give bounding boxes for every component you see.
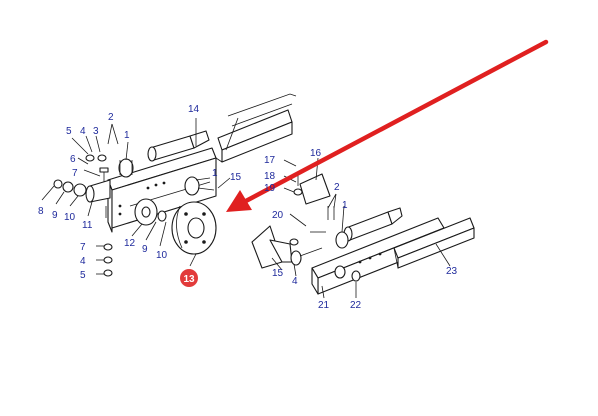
label-15-left: 15 [230, 172, 242, 183]
label-10: 10 [64, 212, 76, 223]
label-1-left: 1 [124, 130, 130, 141]
label-22: 22 [350, 300, 362, 311]
label-15-right: 15 [272, 268, 284, 279]
label-1-mid: 1 [212, 168, 218, 179]
label-3: 3 [93, 126, 99, 137]
label-19-top: 19 [264, 183, 276, 194]
label-1-right: 1 [342, 200, 348, 211]
label-9-left: 9 [52, 210, 58, 221]
label-10-mid: 10 [156, 250, 168, 261]
label-18: 18 [264, 171, 276, 182]
label-2-left: 2 [108, 112, 114, 123]
label-8: 8 [38, 206, 44, 217]
right-bracket-16 [293, 172, 331, 205]
label-17: 17 [264, 155, 276, 166]
label-2-right: 2 [334, 182, 340, 193]
right-beam-23 [393, 217, 475, 269]
label-7-left: 7 [72, 168, 78, 179]
label-7-lower: 7 [80, 242, 86, 253]
badge-number: 13 [183, 274, 195, 285]
right-hub-15 [251, 225, 323, 269]
left-cylinder [147, 130, 210, 162]
label-4-left: 4 [80, 126, 86, 137]
label-12: 12 [124, 238, 136, 249]
disc-part-13[interactable] [171, 201, 217, 255]
label-23: 23 [446, 266, 458, 277]
label-20: 20 [272, 210, 284, 221]
plate-left-1 [184, 176, 215, 196]
label-4-right: 4 [292, 276, 298, 287]
red-pointer-arrow [226, 39, 549, 212]
label-5-left: 5 [66, 126, 72, 137]
badge-circle [180, 269, 198, 287]
label-11: 11 [82, 220, 93, 231]
highlight-badge-13[interactable]: 13 [180, 269, 198, 287]
leader-lines [41, 118, 451, 299]
label-16: 16 [310, 148, 322, 159]
label-4-lower: 4 [80, 256, 86, 267]
label-9-mid: 9 [142, 244, 148, 255]
label-14: 14 [188, 104, 200, 115]
left-washers-stack [103, 243, 113, 277]
upper-beam [215, 93, 297, 163]
label-6: 6 [70, 154, 76, 165]
part-number-labels: 2 1 5 4 3 6 7 8 9 10 11 14 1 15 12 9 10 … [38, 104, 458, 311]
label-5-lower: 5 [80, 270, 86, 281]
left-hub-12 [134, 198, 167, 226]
label-21: 21 [318, 300, 330, 311]
left-hardware [53, 154, 134, 218]
